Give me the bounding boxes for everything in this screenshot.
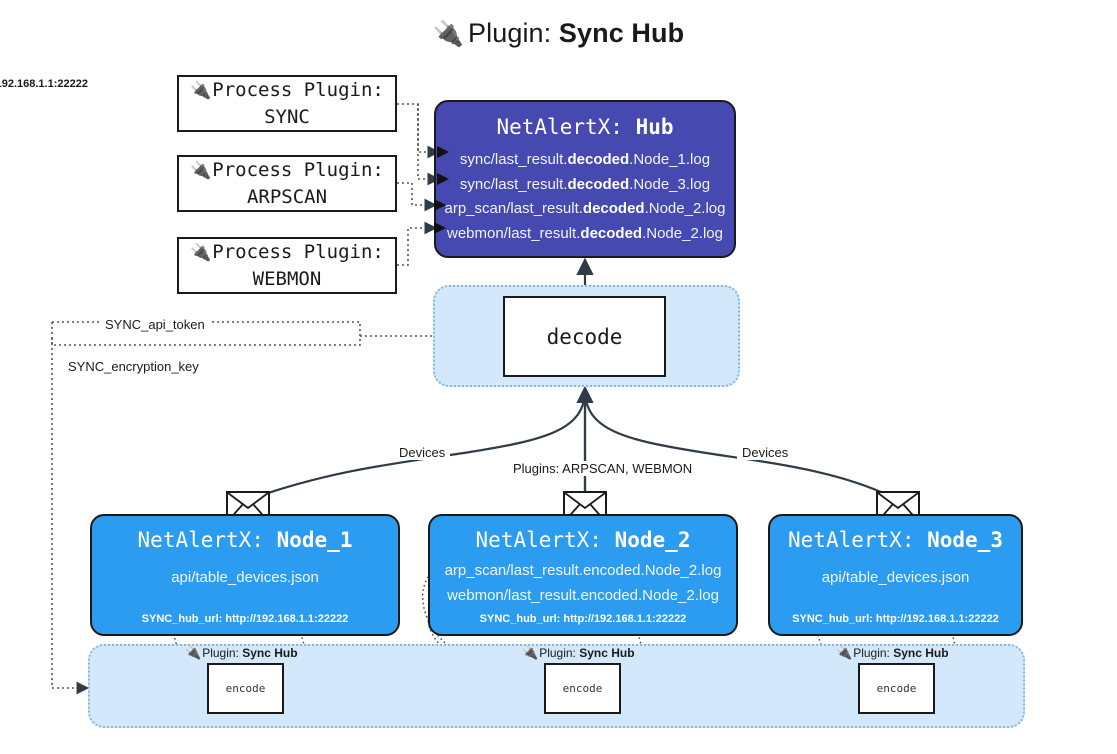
node-file: webmon/last_result.encoded.Node_2.log	[447, 587, 719, 604]
plug-icon: 🔌	[190, 243, 212, 263]
node-hub-url: SYNC_hub_url: http://192.168.1.1:22222	[141, 613, 349, 625]
node-hub-url: SYNC_hub_url: http://192.168.1.1:22222	[792, 613, 999, 625]
node-hub-url: SYNC_hub_url: http://192.168.1.1:22222	[479, 613, 687, 625]
hub-title: NetAlertX: Hub	[436, 115, 734, 139]
hub-title-prefix: NetAlertX:	[496, 115, 636, 139]
node-title-name: Node_1	[276, 528, 353, 552]
decode-label: decode	[546, 324, 623, 349]
encoder-plugin-label: 🔌Plugin: Sync Hub	[185, 645, 298, 660]
node-file: api/table_devices.json	[171, 569, 319, 586]
process-plugin-name: SYNC	[264, 106, 310, 128]
hub-log-line: webmon/last_result.decoded.Node_2.log	[447, 224, 723, 242]
process-plugin-label: Process Plugin:	[212, 241, 384, 263]
encode-label: encode	[562, 682, 603, 695]
plug-icon: 🔌	[190, 81, 212, 101]
process-plugin-box-webmon[interactable]: 🔌Process Plugin: WEBMON	[177, 237, 397, 294]
encode-box-node-3[interactable]: encode	[858, 663, 935, 714]
node-title: NetAlertX: Node_2	[475, 528, 691, 552]
hub-title-name: Hub	[635, 115, 674, 139]
process-plugin-label: Process Plugin:	[212, 79, 384, 101]
encode-label: encode	[225, 682, 266, 695]
node-title: NetAlertX: Node_3	[788, 528, 1003, 552]
hub-url-text: http://192.168.1.1:22222	[0, 78, 88, 90]
edge-label-plugins-center: Plugins: ARPSCAN, WEBMON	[508, 461, 698, 476]
decode-box[interactable]: decode	[503, 296, 666, 377]
process-plugin-label: Process Plugin:	[212, 159, 384, 181]
hub-log-line: sync/last_result.decoded.Node_3.log	[459, 175, 711, 193]
hub-url-label: http://192.168.1.1:22222	[0, 78, 1117, 90]
encoder-plugin-label: 🔌Plugin: Sync Hub	[836, 645, 949, 660]
process-plugin-name: ARPSCAN	[246, 186, 328, 208]
secret-label-encryption-key: SYNC_encryption_key	[64, 359, 203, 374]
plug-icon: 🔌	[432, 20, 465, 48]
process-plugin-box-arpscan[interactable]: 🔌Process Plugin: ARPSCAN	[177, 155, 397, 212]
encoder-plugin-label: 🔌Plugin: Sync Hub	[522, 645, 635, 660]
edge-label-devices-right: Devices	[737, 445, 794, 460]
process-plugin-box-sync[interactable]: 🔌Process Plugin: SYNC	[177, 75, 397, 132]
page-title-lead: Plugin:	[468, 18, 559, 48]
node-title: NetAlertX: Node_1	[137, 528, 353, 552]
plug-icon: 🔌	[185, 645, 202, 660]
plug-icon: 🔌	[522, 645, 539, 660]
plug-icon: 🔌	[190, 161, 212, 181]
node-box-node-3[interactable]: NetAlertX: Node_3 api/table_devices.json…	[768, 514, 1023, 636]
secret-label-api-token: SYNC_api_token	[101, 317, 209, 332]
page-title-strong: Sync Hub	[558, 18, 685, 48]
hub-log-line: arp_scan/last_result.decoded.Node_2.log	[444, 200, 726, 217]
process-plugin-name: WEBMON	[252, 268, 322, 290]
hub-log-line: sync/last_result.decoded.Node_1.log	[459, 151, 711, 168]
plug-icon: 🔌	[836, 645, 853, 660]
hub-log-list: sync/last_result.decoded.Node_1.log sync…	[436, 148, 734, 246]
encode-label: encode	[876, 682, 917, 695]
node-box-node-2[interactable]: NetAlertX: Node_2 arp_scan/last_result.e…	[428, 514, 738, 636]
edge-label-devices-left: Devices	[394, 445, 451, 460]
hub-node[interactable]: NetAlertX: Hub sync/last_result.decoded.…	[434, 100, 736, 258]
node-file: api/table_devices.json	[821, 569, 970, 586]
node-file: arp_scan/last_result.encoded.Node_2.log	[444, 562, 722, 579]
node-box-node-1[interactable]: NetAlertX: Node_1 api/table_devices.json…	[90, 514, 400, 636]
encode-box-node-1[interactable]: encode	[207, 663, 284, 714]
node-title-name: Node_3	[927, 528, 1003, 552]
page-title: 🔌Plugin: Sync Hub	[0, 18, 1117, 49]
node-title-name: Node_2	[614, 528, 691, 552]
encode-box-node-2[interactable]: encode	[544, 663, 621, 714]
